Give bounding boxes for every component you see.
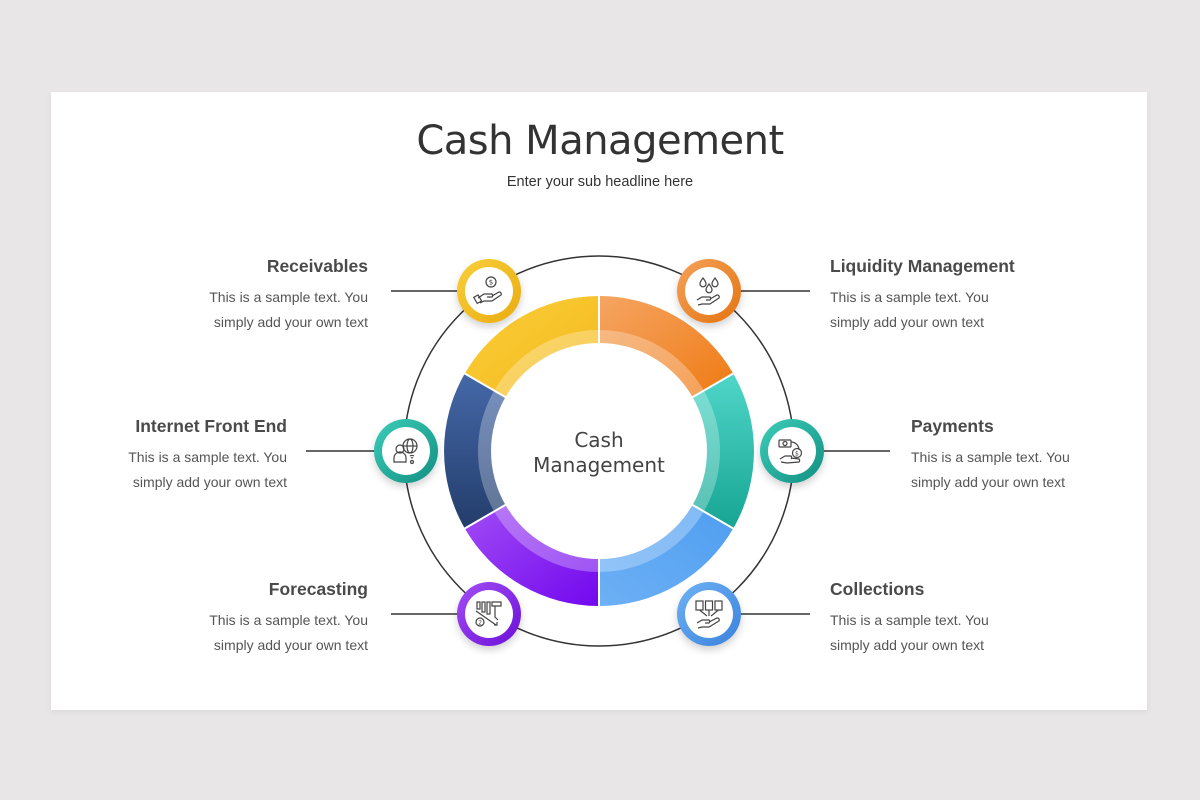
hand-documents-icon [695, 600, 723, 629]
svg-text:$: $ [795, 451, 799, 458]
payments-badge: $ [760, 419, 824, 483]
item-desc-line1: This is a sample text. You [830, 289, 989, 305]
item-desc-line2: simply add your own text [830, 314, 985, 330]
item-title: Collections [830, 579, 925, 599]
item-desc-line1: This is a sample text. You [209, 289, 368, 305]
segment-liquidity [599, 296, 734, 397]
item-title: Payments [911, 416, 994, 436]
receivables-badge: $ [457, 259, 521, 323]
person-globe-wifi-icon [393, 438, 418, 465]
item-desc-line2: simply add your own text [213, 314, 368, 330]
segment-forecasting [464, 505, 599, 606]
bar-chart-forecast-icon: 2 [475, 601, 502, 627]
page-subtitle: Enter your sub headline here [506, 174, 694, 190]
item-desc-line1: This is a sample text. You [128, 449, 287, 465]
item-receivables: Receivables This is a sample text. You s… [108, 256, 368, 335]
liquidity-badge [677, 259, 741, 323]
item-desc-line1: This is a sample text. You [830, 612, 989, 628]
item-internet-front-end: Internet Front End This is a sample text… [27, 416, 287, 495]
center-label: Cash Management [533, 428, 665, 477]
collections-badge [677, 582, 741, 646]
segment-internet [444, 373, 506, 529]
hand-cash-exchange-icon: $ [778, 439, 803, 464]
item-title: Receivables [266, 256, 368, 276]
forecasting-badge: 2 [457, 582, 521, 646]
hand-dollar-coin-icon: $ [472, 276, 502, 305]
item-collections: Collections This is a sample text. You s… [830, 579, 1090, 658]
item-title: Liquidity Management [830, 256, 1015, 276]
page-title: Cash Management [416, 118, 784, 164]
item-desc-line2: simply add your own text [911, 474, 1066, 490]
item-desc-line2: simply add your own text [132, 474, 287, 490]
item-desc-line2: simply add your own text [213, 637, 368, 653]
item-liquidity-management: Liquidity Management This is a sample te… [830, 256, 1090, 335]
item-title: Internet Front End [135, 416, 287, 436]
item-desc-line1: This is a sample text. You [911, 449, 1070, 465]
item-desc-line1: This is a sample text. You [209, 612, 368, 628]
segment-receivables [464, 296, 599, 397]
svg-text:$: $ [489, 279, 493, 287]
segment-payments [692, 373, 754, 529]
item-forecasting: Forecasting This is a sample text. You s… [108, 579, 368, 658]
svg-text:2: 2 [478, 620, 482, 627]
internet-front-end-badge [374, 419, 438, 483]
hand-money-drops-icon [696, 276, 720, 306]
item-payments: Payments This is a sample text. You simp… [911, 416, 1171, 495]
item-desc-line2: simply add your own text [830, 637, 985, 653]
center-disc [492, 344, 706, 558]
segment-collections [599, 505, 734, 606]
item-title: Forecasting [268, 579, 368, 599]
